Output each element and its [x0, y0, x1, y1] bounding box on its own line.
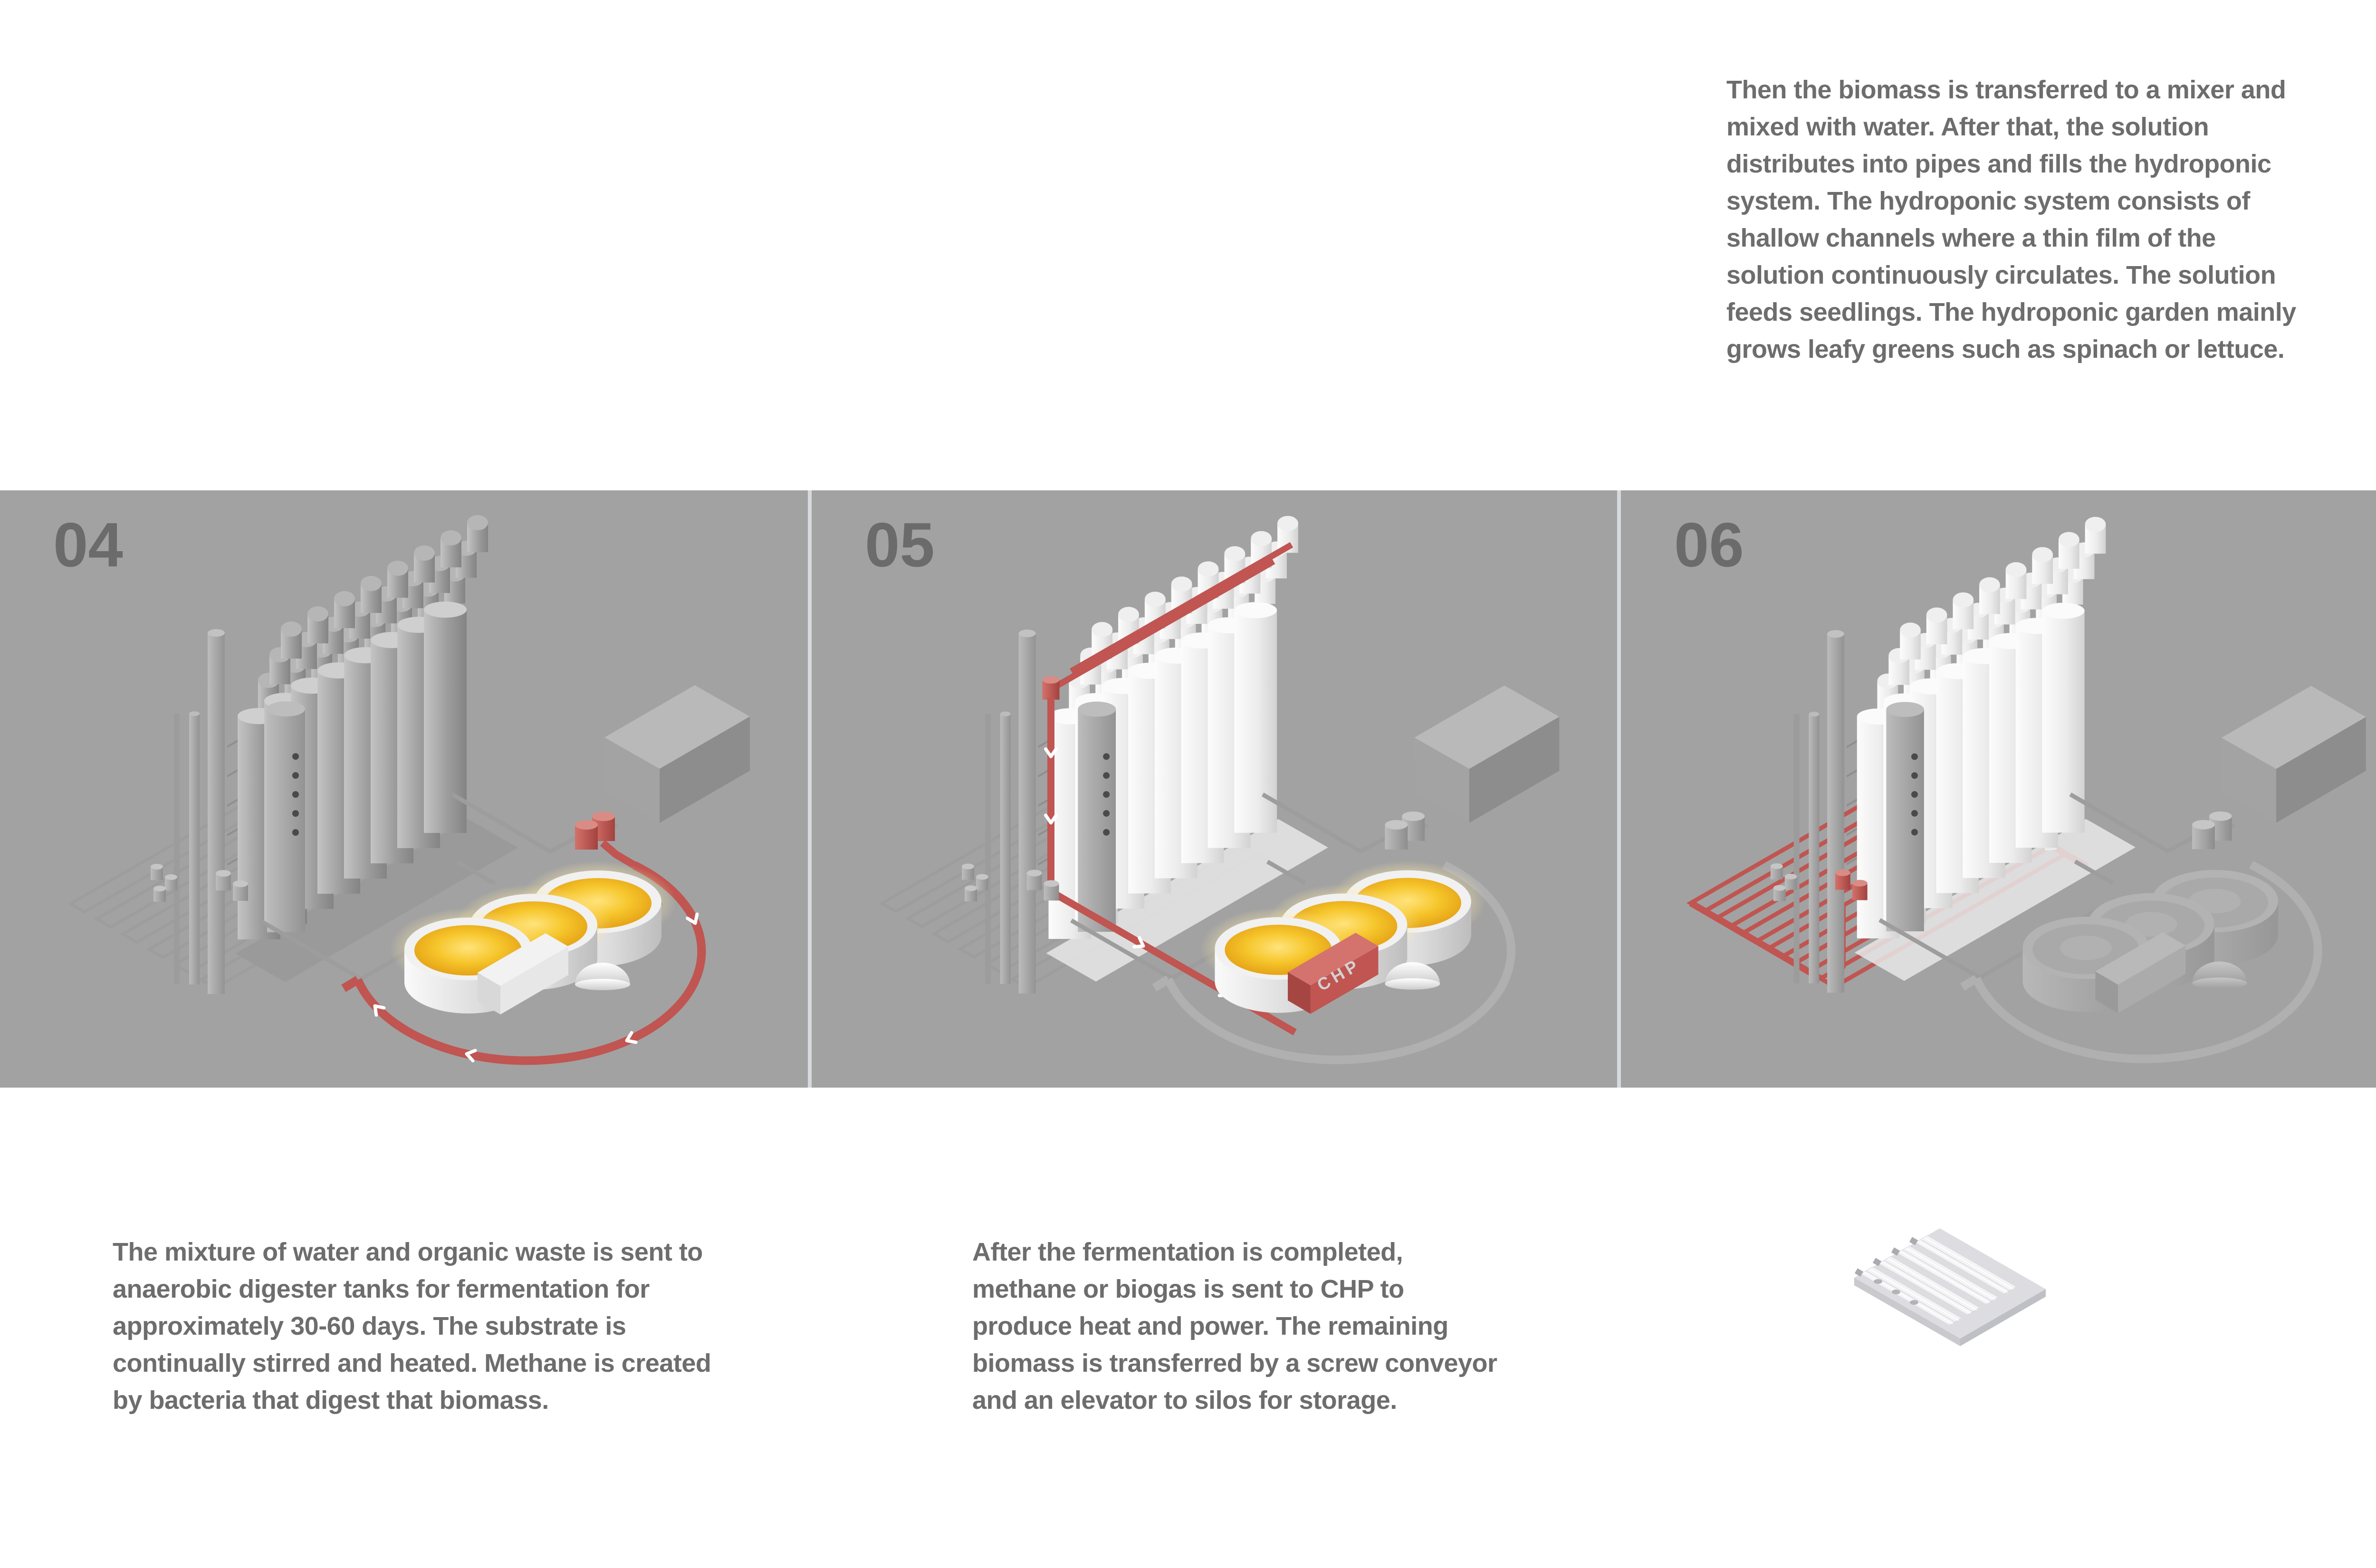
panels-band: 04	[0, 490, 2376, 1088]
biogas-dome	[1385, 962, 1440, 990]
chimney-small	[1000, 714, 1011, 984]
feed-pumps	[962, 863, 1059, 902]
feed-connectors	[1854, 1237, 1918, 1305]
chp-unit: CHP	[1288, 933, 1379, 1014]
channel-row	[1896, 1245, 1999, 1305]
chp-unit	[478, 933, 568, 1014]
recirculation-pipe	[1152, 861, 1515, 1064]
chimney-tower	[1827, 634, 1844, 993]
digester-building	[985, 516, 1328, 994]
feed-pumps	[151, 864, 248, 902]
roof-silos	[258, 515, 488, 710]
scene-04-fermentation	[67, 515, 750, 1065]
hydroponic-detail-illustration	[1854, 1228, 2046, 1346]
scene-06-hydroponics	[1686, 516, 2366, 1063]
hydroponic-platform	[1854, 1228, 2046, 1346]
front-tank-with-vents	[267, 701, 305, 932]
seedling-channel-rows	[1859, 1235, 2017, 1326]
storage-building	[2221, 686, 2366, 823]
channel-row	[1878, 1256, 1981, 1315]
chimney-small	[1809, 714, 1820, 984]
feed-pumps	[1770, 863, 1868, 901]
panel-number-06: 06	[1674, 510, 1744, 580]
mixer-tanks	[1385, 811, 1425, 850]
mixer-tanks	[2192, 811, 2232, 850]
channel-row	[1914, 1235, 2017, 1294]
digester-building	[1793, 516, 2136, 993]
panel-divider	[808, 490, 812, 1088]
mixer-tanks	[575, 812, 615, 850]
roof-row	[281, 515, 488, 659]
chimney-tower	[208, 633, 225, 994]
step-05-description: After the fermentation is completed, met…	[972, 1238, 1497, 1415]
channel-row	[1859, 1266, 1963, 1326]
roof-row	[1900, 516, 2106, 660]
panel-number-04: 04	[53, 510, 123, 580]
panel-06: 06	[1621, 490, 2376, 1088]
vent-pole	[174, 714, 180, 985]
recirculation-pipe	[1960, 860, 2322, 1063]
scene-05-chp: CHP	[879, 516, 1560, 1064]
front-tank-with-vents	[1886, 702, 1924, 932]
chp-unit	[2095, 932, 2186, 1013]
front-tank-with-vents	[1078, 701, 1116, 932]
biogas-dome	[575, 963, 630, 990]
panel-number-05: 05	[865, 510, 935, 580]
panel-divider	[1617, 490, 1621, 1088]
chimney-small	[189, 714, 200, 985]
chimney-tower	[1018, 633, 1036, 994]
storage-building	[1414, 685, 1560, 823]
step-06-description: Then the biomass is transferred to a mix…	[1726, 76, 2296, 363]
storage-building	[604, 685, 750, 823]
biogas-dome	[2192, 961, 2247, 989]
digester-building	[174, 515, 518, 994]
step-04-description: The mixture of water and organic waste i…	[113, 1238, 711, 1415]
panel-05: CHP 05	[812, 490, 1617, 1088]
panel-04: 04	[0, 490, 808, 1088]
